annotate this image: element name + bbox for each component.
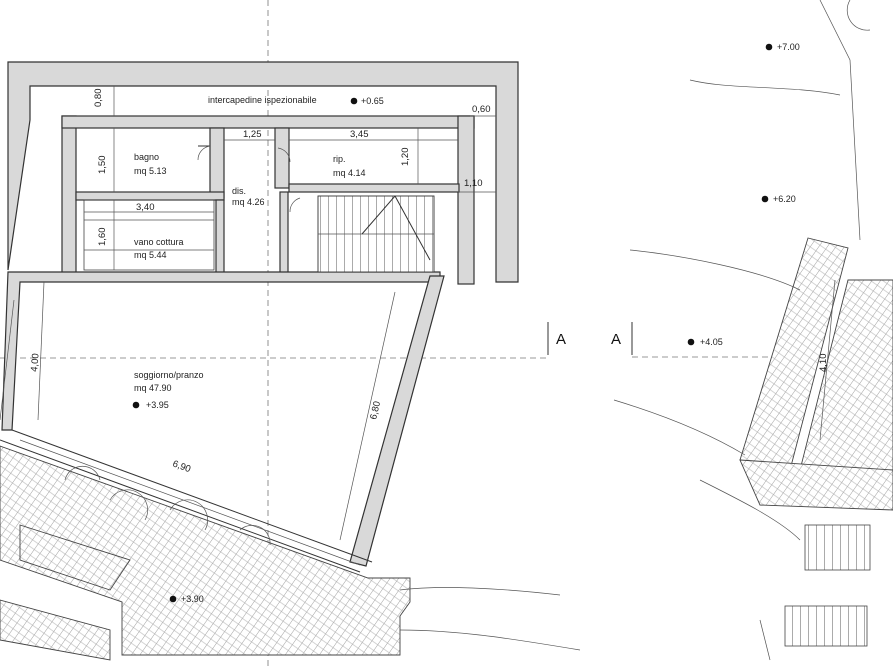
label-bagno: bagno [134,152,159,162]
label-dis: dis. [232,186,246,196]
area-bagno: mq 5.13 [134,166,167,176]
elevation-outside-c: +7.00 [777,42,800,52]
area-soggiorno: mq 47.90 [134,383,172,393]
dimension-lines [19,86,836,566]
right-paving [739,237,893,647]
elevation-intercapedine: +0.65 [361,96,384,106]
dim-125: 1,25 [243,129,262,140]
dimension-labels: 0,80 0,60 1,25 3,45 1,50 1,20 1,10 3,40 … [29,89,829,476]
label-vano-cottura: vano cottura [134,237,184,247]
elevation-values: +0.65 +3.95 +3.90 +4.05 +6.20 +7.00 [146,42,800,604]
dim-400: 4,00 [29,353,42,372]
dim-120: 1,20 [400,148,411,167]
area-dis: mq 4.26 [232,197,265,207]
dim-060: 0,60 [472,104,491,115]
doors [64,0,871,546]
section-mark-right: A [611,331,621,348]
elevation-terrace: +3.90 [181,594,204,604]
dim-150: 1,50 [97,156,108,175]
elevation-soggiorno: +3.95 [146,400,169,410]
dim-410: 4,10 [818,354,829,373]
dim-680: 6,80 [368,400,383,421]
terrain-lines [399,0,861,661]
dim-340: 3,40 [136,202,155,213]
area-vano-cottura: mq 5.44 [134,250,167,260]
room-labels: intercapedine ispezionabile bagno mq 5.1… [134,95,366,393]
kitchen-stair [83,199,215,271]
elevation-outside-b: +6.20 [773,194,796,204]
label-soggiorno: soggiorno/pranzo [134,370,204,380]
staircase [317,195,435,273]
terrace-paving [0,445,411,661]
label-rip: rip. [333,154,346,164]
area-rip: mq 4.14 [333,168,366,178]
elevation-symbols [132,43,773,603]
section-marks: A A [547,322,633,355]
elevation-outside-a: +4.05 [700,337,723,347]
dim-110: 1,10 [464,178,483,189]
dim-690: 6,90 [171,458,192,475]
dim-345: 3,45 [350,129,369,140]
dim-080: 0,80 [93,89,104,108]
dim-160: 1,60 [97,228,108,247]
retaining-wall [7,61,519,285]
section-mark-left: A [556,331,566,348]
living-room-walls [0,271,445,573]
axis-lines [0,0,780,670]
label-intercapedine: intercapedine ispezionabile [208,95,317,105]
